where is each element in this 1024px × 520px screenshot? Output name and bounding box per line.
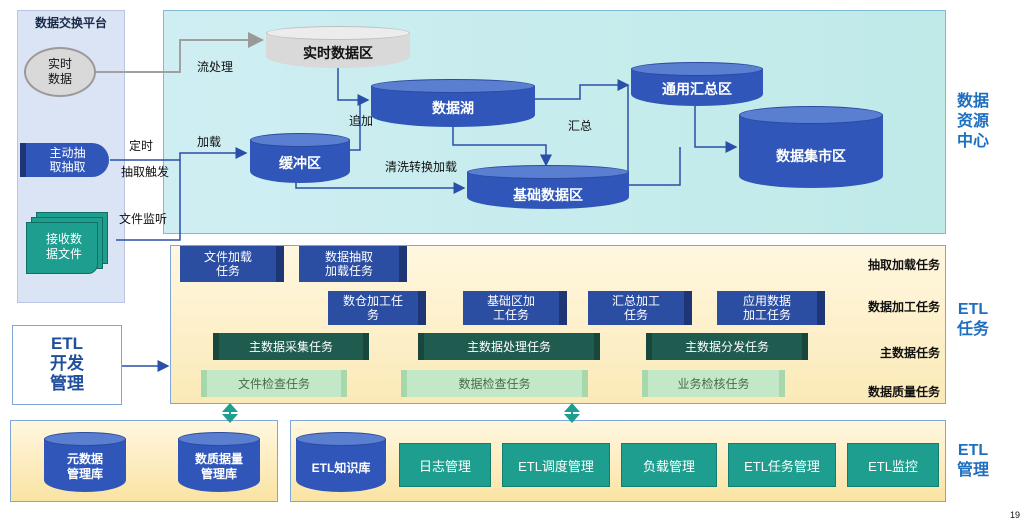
app-data-process-task[interactable]: 应用数据 加工任务 [717,291,825,325]
clean-load-label: 清洗转换加载 [385,160,458,174]
realtime-data-bubble: 实时 数据 [24,47,96,97]
append-label: 追加 [349,114,374,128]
summary-zone-db: 通用汇总区 [631,62,763,106]
quality-row-label: 数据质量任务 [867,385,940,399]
metadata-db-label: 元数据 管理库 [66,452,103,481]
load-management-button[interactable]: 负载管理 [621,443,717,487]
file-listen-label: 文件监听 [119,212,168,226]
page-number: 19 [1009,510,1020,520]
master-collect-task[interactable]: 主数据采集任务 [213,333,369,360]
business-check-task[interactable]: 业务检核任务 [642,370,785,397]
file-check-task[interactable]: 文件检查任务 [201,370,347,397]
master-process-task[interactable]: 主数据处理任务 [418,333,600,360]
base-process-task[interactable]: 基础区加 工任务 [463,291,567,325]
data-lake-label: 数据湖 [432,100,474,116]
summary-process-task[interactable]: 汇总加工 任务 [588,291,692,325]
buffer-zone-db: 缓冲区 [250,133,350,183]
summary-zone-label: 通用汇总区 [662,81,732,97]
process-row-label: 数据加工任务 [867,300,940,314]
file-load-task[interactable]: 文件加载 任务 [180,246,284,282]
load-label: 加载 [197,135,222,149]
data-check-task[interactable]: 数据检查任务 [401,370,588,397]
mart-zone-db: 数据集市区 [739,106,883,188]
file-document-icon [26,222,98,274]
exchange-platform-title: 数据交换平台 [34,16,107,30]
etl-dev-management-label: ETL 开发 管理 [50,334,84,393]
etl-monitor-button[interactable]: ETL监控 [847,443,939,487]
realtime-zone-db: 实时数据区 [266,26,410,68]
active-extract-source: 主动抽 取抽取 [20,143,109,177]
quality-db: 数质据量 管理库 [178,432,260,492]
etl-dev-management-box[interactable]: ETL 开发 管理 [12,325,122,405]
data-lake-db: 数据湖 [371,79,535,127]
realtime-data-label: 实时 数据 [47,57,72,86]
warehouse-process-task[interactable]: 数仓加工任 务 [328,291,426,325]
stream-label: 流处理 [197,60,234,74]
extract-row-label: 抽取加载任务 [867,258,940,272]
buffer-zone-label: 缓冲区 [279,155,321,171]
etl-tasks-label: ETL 任务 [956,301,989,338]
etl-management-label: ETL 管理 [956,442,989,479]
etl-schedule-button[interactable]: ETL调度管理 [502,443,610,487]
master-distribute-task[interactable]: 主数据分发任务 [646,333,808,360]
trigger-label: 抽取触发 [121,165,170,179]
etl-knowledge-db-label: ETL知识库 [311,461,371,475]
mart-zone-label: 数据集市区 [776,148,846,164]
realtime-zone-label: 实时数据区 [303,45,373,61]
master-row-label: 主数据任务 [879,346,940,360]
resource-center-label: 数据 资源 中心 [956,93,989,150]
aggregate-label: 汇总 [568,119,593,133]
base-zone-label: 基础数据区 [513,187,583,203]
data-extract-load-task[interactable]: 数据抽取 加载任务 [299,246,407,282]
schedule-label: 定时 [129,139,154,153]
base-zone-db: 基础数据区 [467,165,629,209]
active-extract-label: 主动抽 取抽取 [49,146,86,174]
receive-files-label: 接收数 据文件 [45,232,82,261]
metadata-db: 元数据 管理库 [44,432,126,492]
log-management-button[interactable]: 日志管理 [399,443,491,487]
quality-db-label: 数质据量 管理库 [194,452,243,481]
etl-knowledge-db: ETL知识库 [296,432,386,492]
etl-task-management-button[interactable]: ETL任务管理 [728,443,836,487]
